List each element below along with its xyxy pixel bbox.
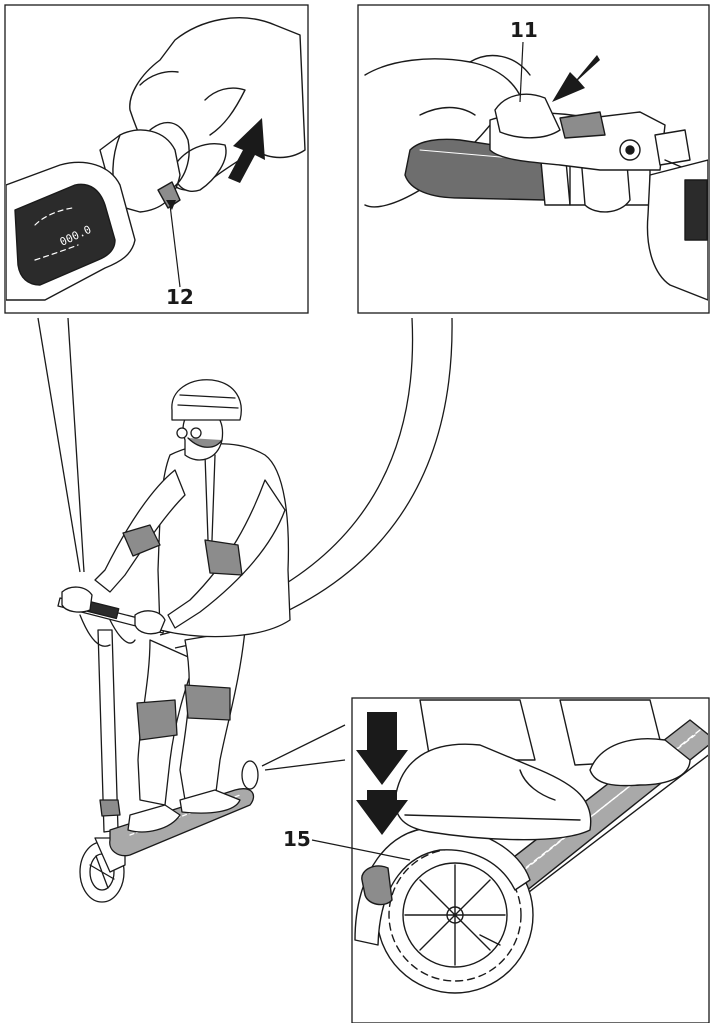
knee-pad-right [184, 684, 231, 721]
panel-rear-brake-detail [311, 697, 710, 1023]
rear-reflector [361, 865, 393, 906]
panel-throttle-detail: 000.0 [4, 4, 309, 314]
push-down-arrow-icon-2 [356, 790, 408, 835]
leader-line-11 [519, 41, 524, 103]
press-down-arrow-icon [552, 55, 600, 102]
elbow-pad-left [122, 524, 161, 557]
up-arrow-icon [228, 118, 265, 183]
callout-label-15: 15 [283, 827, 311, 851]
leader-arrowhead-icon [166, 200, 176, 210]
callout-label-11: 11 [510, 18, 538, 42]
leader-line-12 [169, 204, 181, 288]
knee-pad-left [136, 699, 178, 741]
helmet [171, 379, 242, 421]
callout-label-12: 12 [166, 285, 194, 309]
leader-line-15 [311, 839, 411, 861]
panel-brake-lever-detail [357, 4, 710, 314]
rider-on-scooter [57, 379, 291, 903]
push-down-arrow-icon [356, 712, 408, 785]
elbow-pad-right [204, 539, 243, 576]
